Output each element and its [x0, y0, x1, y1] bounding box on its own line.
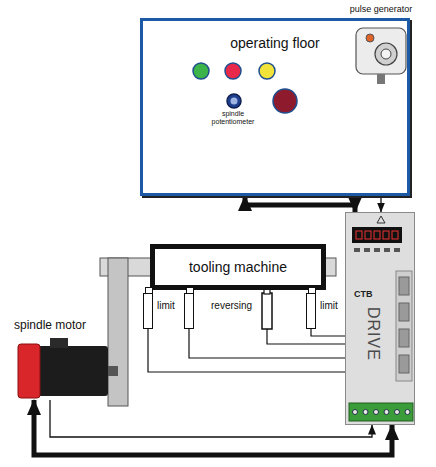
warning-triangle [377, 216, 385, 223]
drive-belt [108, 258, 128, 406]
node-label: tooling machine [189, 259, 287, 275]
spindle-motor: spindle motor [14, 318, 120, 400]
node-label: operating floor [143, 35, 407, 51]
pendant-drawing [350, 4, 412, 84]
motor-end-cap [18, 344, 40, 398]
display-digit [392, 231, 398, 239]
terminal-screw [374, 410, 379, 415]
connector [148, 329, 345, 372]
switch-plunger [186, 287, 194, 294]
keypad-button [354, 248, 360, 252]
reversing-switch-2 [262, 288, 345, 344]
yellow-button [259, 63, 275, 79]
display-digit [356, 231, 362, 239]
pendant-button [366, 34, 374, 42]
keypad-button [364, 248, 370, 252]
handwheel-center [381, 49, 391, 59]
tooling-machine-box: tooling machine [150, 244, 326, 290]
terminal-screw [405, 410, 410, 415]
node-label: CTB [354, 289, 373, 299]
display-digit [365, 231, 371, 239]
terminal-screw [395, 410, 400, 415]
reversing-switch: reversing [184, 293, 194, 329]
node-label: DRIVE [364, 307, 382, 361]
potentiometer-center [231, 98, 238, 105]
red-button [225, 63, 241, 79]
connector [50, 400, 372, 437]
motor-shaft [108, 366, 118, 376]
emergency-stop [273, 89, 297, 113]
node-label: pulse generator [344, 4, 418, 14]
display [352, 227, 402, 243]
terminal-slot [399, 355, 409, 373]
handwheel [375, 43, 397, 65]
terminal-slot [399, 303, 409, 321]
node-label: spindle motor [14, 318, 86, 332]
connector [311, 329, 345, 336]
node-label: limit [320, 300, 338, 311]
keypad-button [394, 248, 400, 252]
servo-drive: CTB DRIVE [345, 212, 415, 425]
motor-connector [50, 338, 68, 348]
terminal-slot [399, 277, 409, 295]
connector [245, 196, 355, 212]
switch-wire [267, 329, 345, 344]
display-digit [374, 231, 380, 239]
display-digit [383, 231, 389, 239]
potentiometer-knob [227, 94, 241, 108]
terminal-strip [349, 403, 413, 421]
terminal-slot [399, 329, 409, 347]
limit-switch: limit [306, 293, 316, 329]
limit-switch: limit [143, 293, 153, 329]
node-label: limit [157, 300, 175, 311]
keypad-button [374, 248, 380, 252]
operating-panel: operating floor [140, 18, 410, 196]
switch-plunger [308, 287, 316, 294]
pendant-cable-gland [377, 74, 385, 84]
green-button [193, 63, 209, 79]
switch-plunger [145, 287, 153, 294]
pendant-body [356, 28, 406, 74]
switch-body [262, 293, 272, 329]
control-label: spindle potentiometer [203, 110, 263, 125]
connector [189, 329, 345, 358]
terminal-column [396, 271, 412, 381]
keypad-button [384, 248, 390, 252]
pulse-generator: pulse generator [350, 4, 412, 84]
node-label: reversing [211, 300, 252, 311]
connector [34, 400, 392, 455]
terminal-screw [384, 410, 389, 415]
terminal-screw [363, 410, 368, 415]
terminal-screw [353, 410, 358, 415]
motor-body [32, 346, 108, 396]
